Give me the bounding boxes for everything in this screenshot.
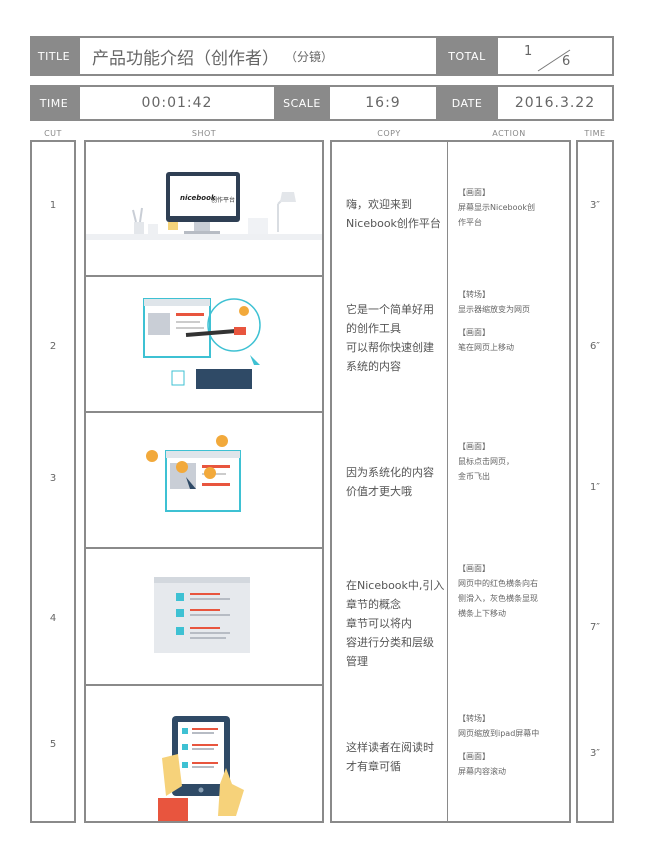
shot-2-illustration: [86, 277, 322, 411]
action-text: 【画面】 网页中的红色横条向右 侧滑入，灰色横条显现 横条上下移动: [458, 564, 538, 618]
time-column: [576, 140, 614, 823]
col-header-shot: SHOT: [191, 129, 217, 138]
col-header-copy: COPY: [377, 129, 401, 138]
action-text: 【转场】 显示器缩放变为网页 【画面】 笔在网页上移动: [458, 290, 530, 352]
shot-duration: 1″: [589, 482, 601, 493]
screen-logo: nicebook: [180, 194, 216, 202]
time-field: 00:01:42: [78, 85, 276, 121]
tablet-hands-illustration: [158, 716, 244, 821]
cut-number: 3: [49, 473, 57, 484]
cut-column: [30, 140, 76, 823]
time-label: TIME: [30, 85, 78, 121]
date-label: DATE: [438, 85, 496, 121]
shot-4-illustration: [86, 549, 322, 684]
cut-number: 2: [49, 341, 57, 352]
total-numerator: 1: [524, 44, 533, 59]
shot-5-illustration: [86, 686, 322, 821]
copy-text: 嗨，欢迎来到 Nicebook创作平台: [346, 198, 441, 230]
col-header-time: TIME: [584, 129, 606, 138]
shot-divider: [84, 684, 324, 686]
shot-divider: [84, 411, 324, 413]
cut-number: 5: [49, 739, 57, 750]
title-label: TITLE: [30, 36, 78, 76]
date-value: 2016.3.22: [514, 95, 596, 111]
shot-divider: [84, 275, 324, 277]
title-field: 产品功能介绍（创作者） （分镜）: [78, 36, 438, 76]
screen-subtitle: 创作平台: [211, 197, 236, 204]
chapter-list-illustration: [154, 577, 250, 653]
time-value: 00:01:42: [141, 95, 213, 111]
title-value: 产品功能介绍（创作者）: [92, 48, 279, 69]
copy-text: 它是一个简单好用 的创作工具 可以帮你快速创建 系统的内容: [346, 303, 434, 373]
copy-text: 因为系统化的内容 价值才更大哦: [346, 466, 434, 498]
shot-duration: 3″: [589, 200, 601, 211]
scale-value: 16:9: [365, 95, 401, 111]
coins-webpage-illustration: [146, 435, 241, 512]
col-header-cut: CUT: [44, 129, 62, 138]
scale-field: 16:9: [328, 85, 438, 121]
shot-duration: 6″: [589, 341, 601, 352]
webpage-pen-illustration: [143, 298, 261, 389]
action-text: 【画面】 屏幕显示Nicebook创 作平台: [458, 188, 536, 227]
shot-divider: [84, 547, 324, 549]
cut-number: 1: [49, 200, 57, 211]
date-field: 2016.3.22: [496, 85, 614, 121]
copy-text: 这样读者在阅读时 才有章可循: [346, 741, 434, 773]
shot-duration: 7″: [589, 622, 601, 633]
total-denominator: 6: [562, 54, 571, 69]
desktop-scene-illustration: [86, 172, 322, 240]
title-suffix: （分镜）: [285, 49, 334, 64]
action-text: 【画面】 鼠标点击网页， 金币飞出: [458, 442, 514, 481]
action-text: 【转场】 网页缩放到ipad屏幕中 【画面】 屏幕内容滚动: [458, 714, 540, 776]
shot-column: [84, 140, 324, 823]
cut-number: 4: [49, 613, 57, 624]
copy-text: 在Nicebook中,引入 章节的概念 章节可以将内 容进行分类和层级 管理: [346, 579, 445, 668]
shot-duration: 3″: [589, 748, 601, 759]
scale-label: SCALE: [276, 85, 328, 121]
total-fraction: [537, 49, 571, 72]
shot-1-illustration: nicebook 创作平台: [86, 142, 322, 275]
total-field: 1 6: [496, 36, 614, 76]
shot-3-illustration: [86, 413, 322, 547]
total-label: TOTAL: [438, 36, 496, 76]
copy-action-divider: [447, 140, 448, 823]
col-header-action: ACTION: [492, 129, 526, 138]
copy-action-column: [330, 140, 571, 823]
